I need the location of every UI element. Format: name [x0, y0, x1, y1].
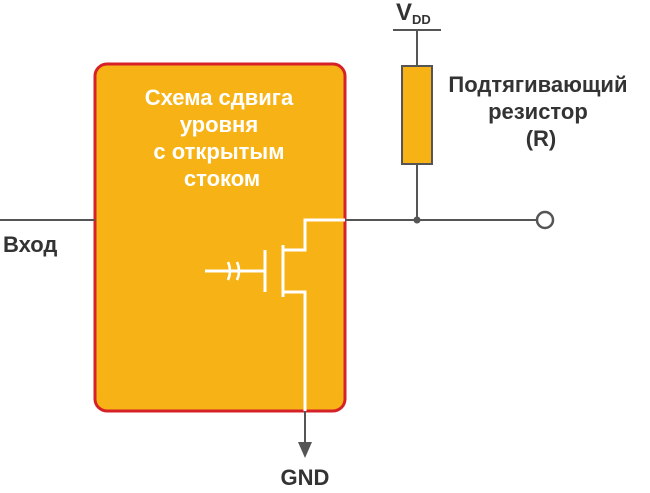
block-title-line-1: Схема сдвига — [145, 85, 294, 110]
level-shifter-block — [93, 62, 347, 413]
ground-label: GND — [281, 465, 330, 490]
source-wire — [283, 290, 307, 411]
resistor-label-line-3: (R) — [526, 126, 557, 151]
pull-up-resistor — [401, 65, 433, 165]
block-title-line-4: стоком — [184, 166, 260, 191]
ground-arrow-icon — [298, 442, 312, 458]
block-title-line-2: уровня — [180, 112, 258, 137]
open-drain-transistor — [205, 218, 345, 411]
resistor-label: Подтягивающий резистор (R) — [448, 72, 633, 151]
resistor-label-line-2: резистор — [488, 99, 588, 124]
vdd-subscript: DD — [412, 12, 431, 27]
block-title-line-3: с открытым — [153, 139, 284, 164]
vdd-main-text: V — [396, 0, 412, 26]
input-label: Вход — [3, 232, 57, 257]
vdd-label: VDD — [396, 0, 431, 27]
block-title: Схема сдвига уровня с открытым стоком — [145, 85, 300, 191]
output-terminal[interactable] — [535, 210, 555, 230]
resistor-label-line-1: Подтягивающий — [448, 72, 627, 97]
drain-wire — [283, 218, 345, 252]
gate-break-icon — [226, 261, 241, 281]
